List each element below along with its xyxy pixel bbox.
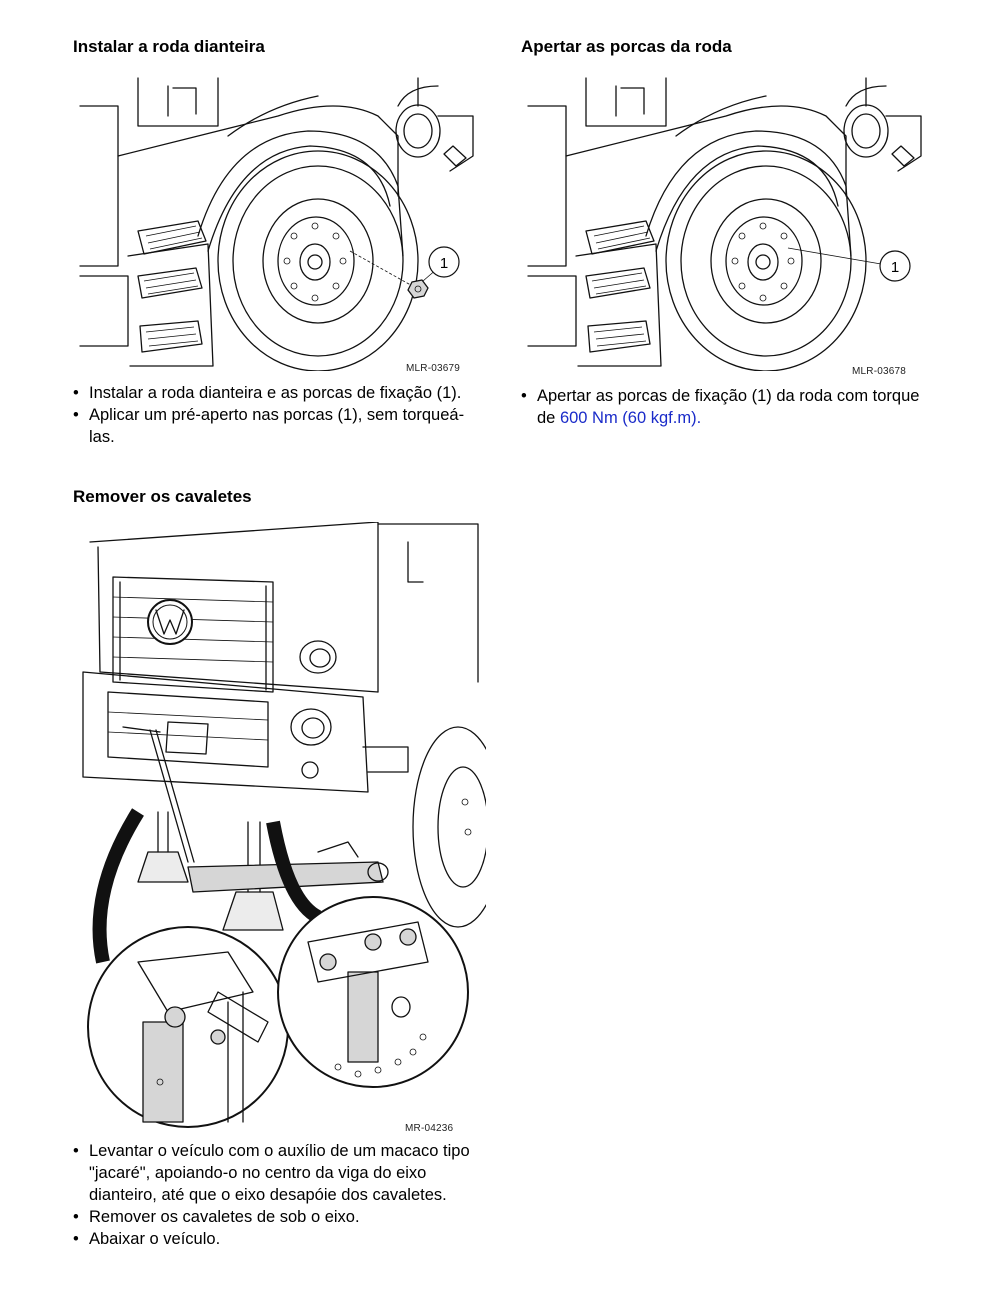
callout-circle xyxy=(428,246,460,278)
step-middle xyxy=(137,267,203,299)
list-item: Aplicar um pré-aperto nas porcas (1), se… xyxy=(73,404,478,448)
step-text: Apertar as porcas de fixação (1) da roda… xyxy=(537,387,920,427)
vw-logo xyxy=(147,599,193,645)
headlight-lower xyxy=(290,708,332,779)
figure-code: MR-04236 xyxy=(405,1123,454,1134)
step-middle xyxy=(585,267,651,299)
figure-tighten-nuts: 1 MLR-03678 xyxy=(526,76,926,377)
list-item: Remover os cavaletes de sob o eixo. xyxy=(73,1206,478,1228)
figure-remove-stands: MR-04236 xyxy=(78,522,486,1144)
front-wheel-right xyxy=(412,726,486,928)
step-lower xyxy=(587,320,651,353)
side-mirror xyxy=(843,77,922,172)
step-lower xyxy=(139,320,203,353)
truck-wheel-illustration: 1 xyxy=(79,77,474,371)
section-title-install-wheel: Instalar a roda dianteira xyxy=(73,37,265,56)
callout-number: 1 xyxy=(891,259,899,276)
truck-wheel-torque-illustration: 1 xyxy=(527,77,922,371)
figure-code: MLR-03678 xyxy=(852,366,907,377)
step-upper xyxy=(137,220,207,255)
steps-tighten-nuts: Apertar as porcas de fixação (1) da roda… xyxy=(521,385,926,429)
steps-remove-stands: Levantar o veículo com o auxílio de um m… xyxy=(73,1140,478,1250)
step-suffix: . xyxy=(696,409,702,427)
wheel-nut xyxy=(407,279,429,299)
torque-spec-link[interactable]: 600 Nm (60 kgf.m) xyxy=(559,409,697,427)
list-item: Abaixar o veículo. xyxy=(73,1228,478,1250)
detail-circle-right xyxy=(277,896,469,1088)
truck-front-stands-illustration xyxy=(82,522,486,1128)
step-upper xyxy=(585,220,655,255)
figure-code: MLR-03679 xyxy=(406,363,461,374)
section-title-tighten-nuts: Apertar as porcas da roda xyxy=(521,37,732,56)
jack-stand-left xyxy=(137,811,189,883)
callout-circle xyxy=(879,250,911,282)
list-item: Levantar o veículo com o auxílio de um m… xyxy=(73,1140,478,1206)
headlight-upper xyxy=(299,640,337,674)
list-item: Instalar a roda dianteira e as porcas de… xyxy=(73,382,478,404)
section-title-remove-stands: Remover os cavaletes xyxy=(73,487,252,506)
callout-number: 1 xyxy=(440,255,448,272)
front-wheel xyxy=(665,150,867,371)
jack-stand-right xyxy=(222,821,284,931)
detail-circle-left xyxy=(87,926,289,1128)
list-item: Apertar as porcas de fixação (1) da roda… xyxy=(521,385,926,429)
grille xyxy=(112,576,274,693)
side-mirror xyxy=(395,77,474,172)
figure-install-wheel: 1 MLR-03679 xyxy=(78,76,478,374)
front-wheel xyxy=(217,150,419,371)
steps-install-wheel: Instalar a roda dianteira e as porcas de… xyxy=(73,382,478,448)
